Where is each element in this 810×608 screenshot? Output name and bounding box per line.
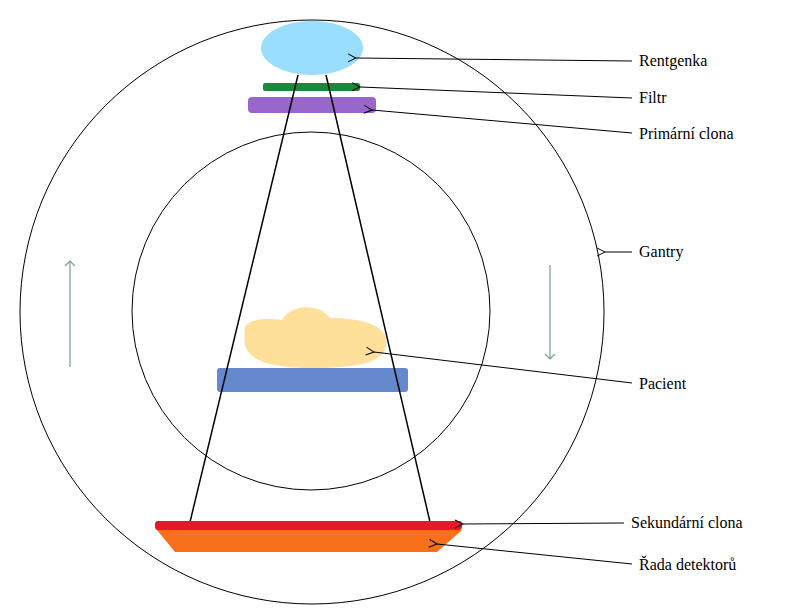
primary-collimator [248, 97, 376, 113]
part-label: Rentgenka [637, 51, 709, 71]
part-label: Filtr [637, 88, 669, 108]
leader-line [360, 87, 632, 98]
leader-line [463, 523, 624, 524]
patient [244, 307, 386, 368]
part-label: Sekundární clona [629, 513, 745, 533]
detector-row [157, 530, 462, 552]
beam-edge [326, 75, 430, 522]
part-label: Primární clona [637, 124, 736, 144]
part-label: Gantry [637, 242, 685, 262]
part-label: Pacient [637, 374, 688, 394]
beam-edge [190, 75, 298, 522]
gantry-outer [20, 20, 604, 604]
leader-line [605, 252, 632, 253]
rotation-arrow [69, 261, 70, 367]
leader-line [356, 58, 632, 61]
leader-line [437, 544, 632, 564]
filter [263, 83, 360, 91]
part-label: Řada detektorů [637, 555, 738, 575]
xray-tube [261, 21, 363, 75]
rotation-arrow [549, 265, 550, 359]
leader-line [372, 110, 632, 133]
gantry-inner [132, 132, 490, 490]
leader-line [374, 352, 632, 383]
secondary-collimator [155, 521, 462, 530]
patient-table [217, 368, 408, 392]
